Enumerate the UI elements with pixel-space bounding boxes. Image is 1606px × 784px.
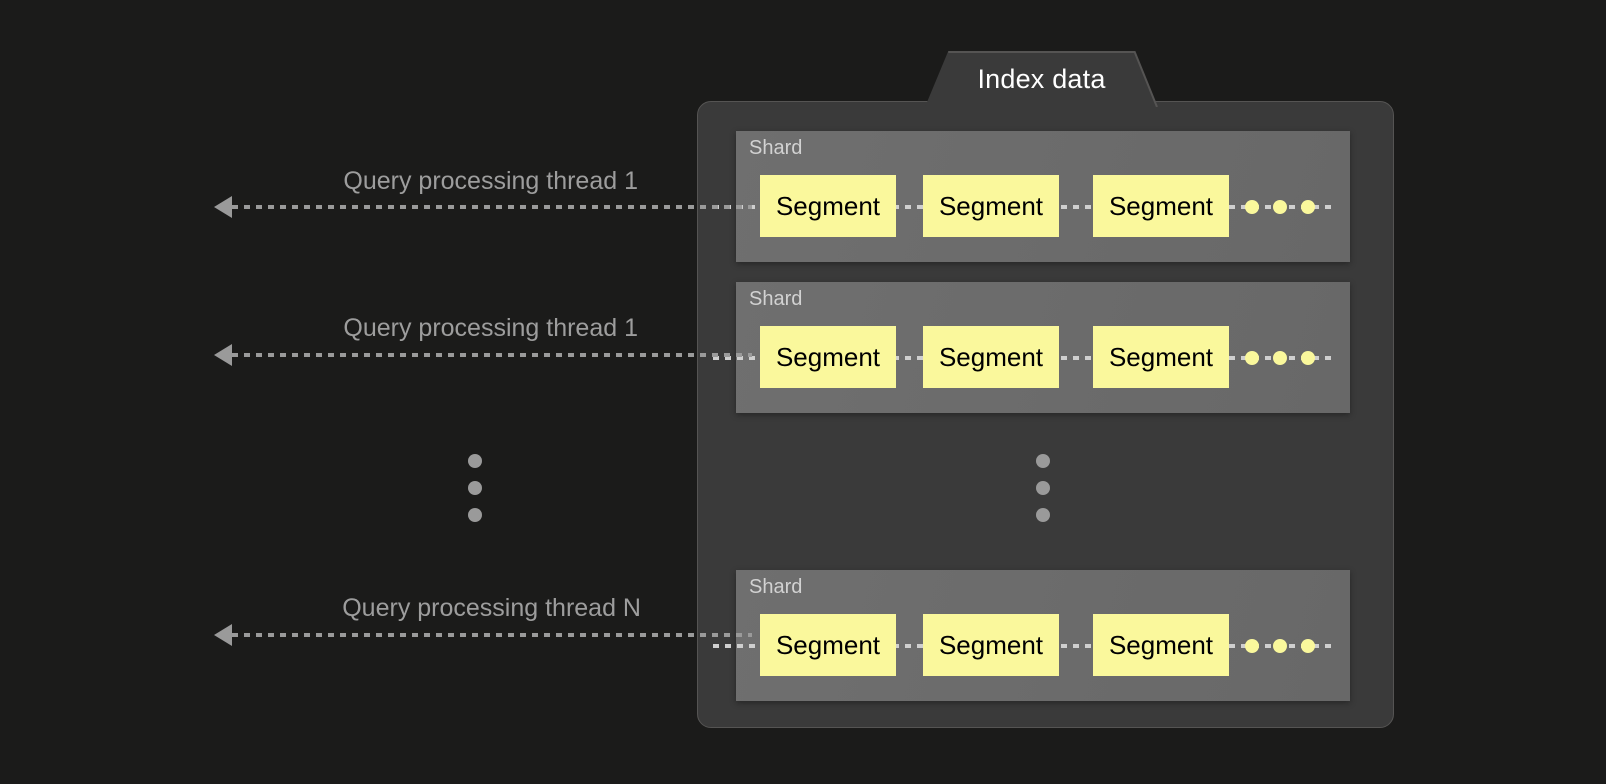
segment-box: Segment xyxy=(760,175,896,237)
shard-row: Shard Segment Segment Segment xyxy=(713,570,1350,701)
segment-box: Segment xyxy=(1093,614,1229,676)
segment-box: Segment xyxy=(1093,326,1229,388)
shard-row: Shard Segment Segment Segment xyxy=(713,131,1350,262)
segment-box: Segment xyxy=(923,614,1059,676)
ellipsis-dot xyxy=(468,481,482,495)
shard-label: Shard xyxy=(749,288,803,310)
segment-box: Segment xyxy=(760,614,896,676)
index-data-title: Index data xyxy=(977,63,1106,94)
shard-label: Shard xyxy=(749,576,803,598)
segment-ellipsis-dot xyxy=(1273,351,1287,365)
thread-vertical-ellipsis xyxy=(468,454,482,522)
segment-ellipsis-dot xyxy=(1245,639,1259,653)
shard-vertical-ellipsis xyxy=(1036,454,1050,522)
segment-box: Segment xyxy=(760,326,896,388)
arrow-left-icon xyxy=(214,196,232,218)
ellipsis-dot xyxy=(1036,508,1050,522)
segment-ellipsis-dot xyxy=(1273,639,1287,653)
query-thread-label: Query processing thread 1 xyxy=(343,167,638,195)
segment-ellipsis-dot xyxy=(1245,200,1259,214)
segment-ellipsis-dot xyxy=(1245,351,1259,365)
segment-box: Segment xyxy=(923,175,1059,237)
segment-ellipsis-dot xyxy=(1301,200,1315,214)
ellipsis-dot xyxy=(468,454,482,468)
segment-ellipsis-dot xyxy=(1301,639,1315,653)
segment-ellipsis-dot xyxy=(1273,200,1287,214)
shard-row: Shard Segment Segment Segment xyxy=(713,282,1350,413)
arrow-left-icon xyxy=(214,344,232,366)
query-thread-line xyxy=(232,353,752,357)
segment-box: Segment xyxy=(923,326,1059,388)
query-thread-label: Query processing thread N xyxy=(342,594,641,622)
segment-ellipsis-dot xyxy=(1301,351,1315,365)
ellipsis-dot xyxy=(468,508,482,522)
query-thread-line xyxy=(232,633,752,637)
segment-box: Segment xyxy=(1093,175,1229,237)
ellipsis-dot xyxy=(1036,481,1050,495)
ellipsis-dot xyxy=(1036,454,1050,468)
query-thread-line xyxy=(232,205,752,209)
arrow-left-icon xyxy=(214,624,232,646)
query-thread-label: Query processing thread 1 xyxy=(343,314,638,342)
shard-label: Shard xyxy=(749,137,803,159)
